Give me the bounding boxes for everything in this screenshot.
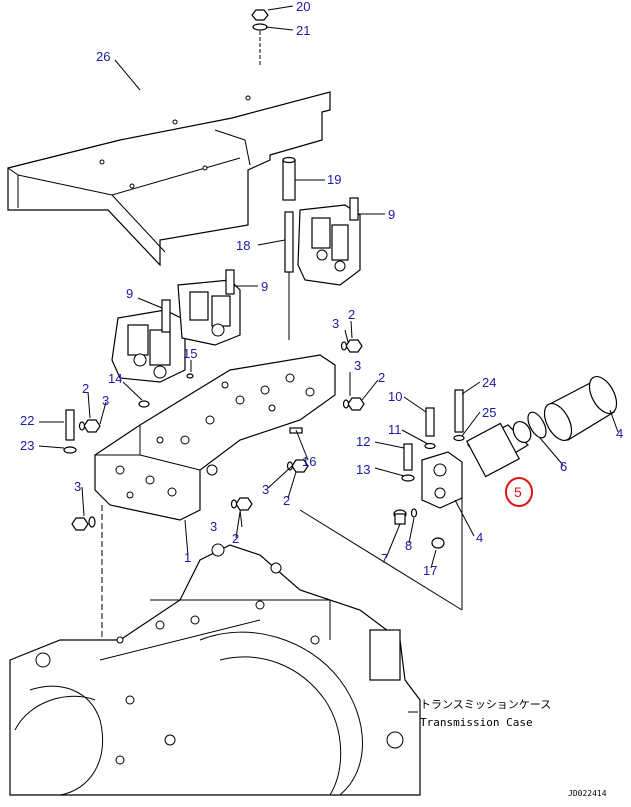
cover-plate <box>7 91 331 267</box>
drawing-code: JD022414 <box>568 789 607 798</box>
caption-japanese: トランスミッションケース <box>420 698 551 711</box>
callout-3-c: 3 <box>102 393 109 408</box>
callout-4-bracket: 4 <box>476 530 483 545</box>
callout-2-b: 2 <box>378 370 385 385</box>
callout-2-d: 2 <box>283 493 290 508</box>
callout-13: 13 <box>356 462 370 477</box>
callout-6: 6 <box>560 459 567 474</box>
callout-labels: 20 21 26 19 9 18 9 9 2 3 15 3 2 14 2 3 2… <box>20 0 623 578</box>
filter-bracket <box>299 451 463 611</box>
callout-9-left: 9 <box>126 286 133 301</box>
callout-18: 18 <box>236 238 250 253</box>
callout-8: 8 <box>405 538 412 553</box>
side-bolts <box>63 409 96 531</box>
o-ring <box>527 411 547 439</box>
plugs-and-orings <box>78 339 365 511</box>
pin-and-rod <box>282 156 296 340</box>
callout-19: 19 <box>327 172 341 187</box>
callout-4-right: 4 <box>616 426 623 441</box>
callout-7: 7 <box>381 551 388 566</box>
callout-14: 14 <box>108 371 122 386</box>
callout-20: 20 <box>296 0 310 14</box>
callout-22: 22 <box>20 413 34 428</box>
callout-3-a: 3 <box>332 316 339 331</box>
callout-1: 1 <box>184 550 191 565</box>
callout-3-b: 3 <box>354 358 361 373</box>
callout-3-e: 3 <box>74 479 81 494</box>
callout-15: 15 <box>183 346 197 361</box>
callout-17: 17 <box>423 563 437 578</box>
callout-24: 24 <box>482 375 496 390</box>
callout-5: 5 <box>514 484 522 500</box>
callout-2-a: 2 <box>348 307 355 322</box>
caption-english: Transmission Case <box>420 716 533 729</box>
transmission-case <box>9 543 463 796</box>
highlighted-callout-5[interactable]: 5 <box>505 477 533 507</box>
solenoid-cluster-right <box>297 197 361 286</box>
callout-9-mid: 9 <box>261 279 268 294</box>
callout-25: 25 <box>482 405 496 420</box>
callout-12: 12 <box>356 434 370 449</box>
solenoid-cluster-left <box>111 269 241 383</box>
callout-26: 26 <box>96 49 110 64</box>
callout-23: 23 <box>20 438 34 453</box>
callout-10: 10 <box>388 389 402 404</box>
callout-2-c: 2 <box>82 381 89 396</box>
callout-16: 16 <box>302 454 316 469</box>
callout-3-f: 3 <box>210 519 217 534</box>
filter-case <box>543 376 618 441</box>
transmission-case-caption: トランスミッションケース Transmission Case <box>408 698 551 729</box>
leader-lines <box>38 5 619 569</box>
callout-2-e: 2 <box>232 531 239 546</box>
filter-element <box>466 420 532 478</box>
main-valve-body <box>94 354 336 640</box>
bracket-bolts <box>401 389 465 482</box>
callout-21: 21 <box>296 23 310 38</box>
callout-3-d: 3 <box>262 482 269 497</box>
callout-11: 11 <box>388 422 402 437</box>
top-bolt <box>251 9 269 65</box>
callout-9-top: 9 <box>388 207 395 222</box>
